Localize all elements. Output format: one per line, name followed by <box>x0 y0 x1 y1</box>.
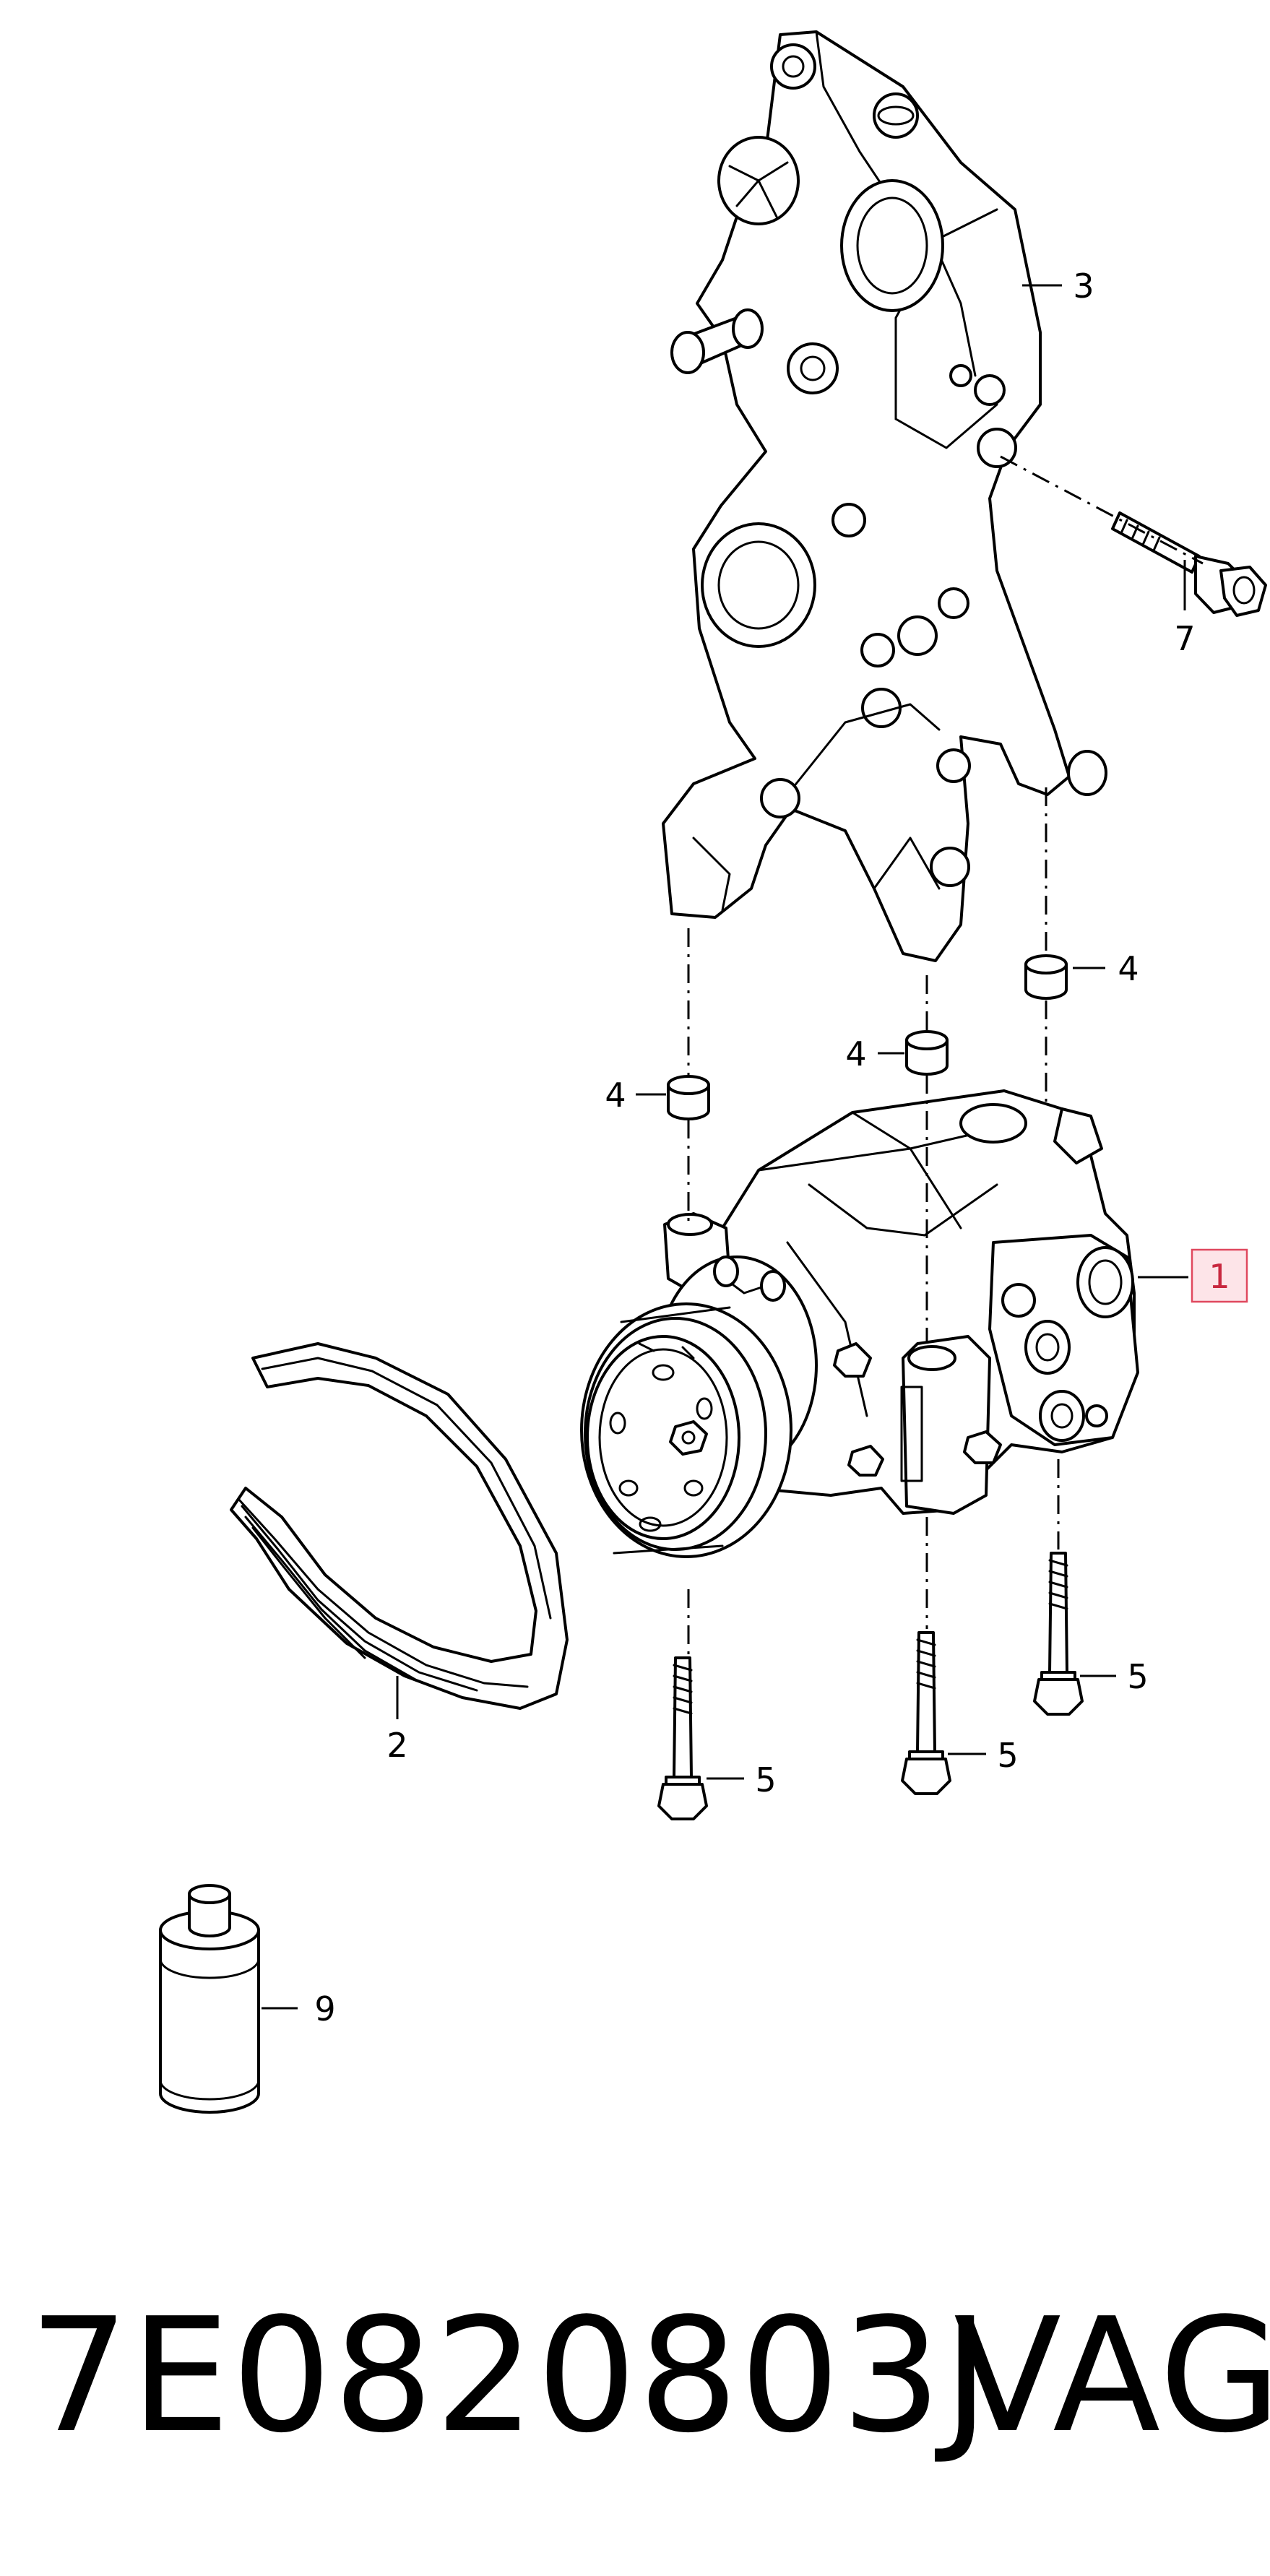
callout-labels: 1 2 3 4 4 4 5 5 5 7 9 <box>314 267 1248 2028</box>
callout-5-left: 5 <box>755 1760 776 1799</box>
leader-lines <box>262 284 1188 2010</box>
assembly-lines <box>687 455 1204 1654</box>
brand-text: VAG <box>954 2285 1270 2468</box>
highlight-box-1 <box>1191 1248 1248 1303</box>
poly-v-belt <box>230 1342 569 1710</box>
callout-4-middle: 4 <box>845 1034 866 1073</box>
callout-3: 3 <box>1073 267 1094 306</box>
bolt-5-middle <box>901 1631 951 1795</box>
part-number-text: 7E0820803J <box>29 2285 991 2468</box>
callout-2: 2 <box>386 1726 407 1765</box>
callout-5-middle: 5 <box>997 1736 1018 1775</box>
footer-caption: 7E0820803J VAG <box>0 2268 1270 2485</box>
sleeve-4-right <box>1024 954 1068 1000</box>
callout-5-right: 5 <box>1127 1657 1148 1696</box>
callout-4-right: 4 <box>1118 949 1139 988</box>
ac-compressor <box>580 1089 1139 1558</box>
bolt-7 <box>1111 511 1267 617</box>
sleeve-4-left <box>667 1075 710 1120</box>
callout-9: 9 <box>314 1989 335 2028</box>
bolt-5-right <box>1033 1552 1084 1716</box>
sleeve-4-middle <box>905 1030 949 1076</box>
callout-7: 7 <box>1174 619 1195 658</box>
callout-1: 1 <box>1209 1257 1230 1296</box>
callout-4-left: 4 <box>605 1076 626 1115</box>
oil-bottle <box>159 1884 260 2114</box>
mounting-bracket <box>662 30 1107 962</box>
bolt-5-left <box>657 1656 708 1820</box>
